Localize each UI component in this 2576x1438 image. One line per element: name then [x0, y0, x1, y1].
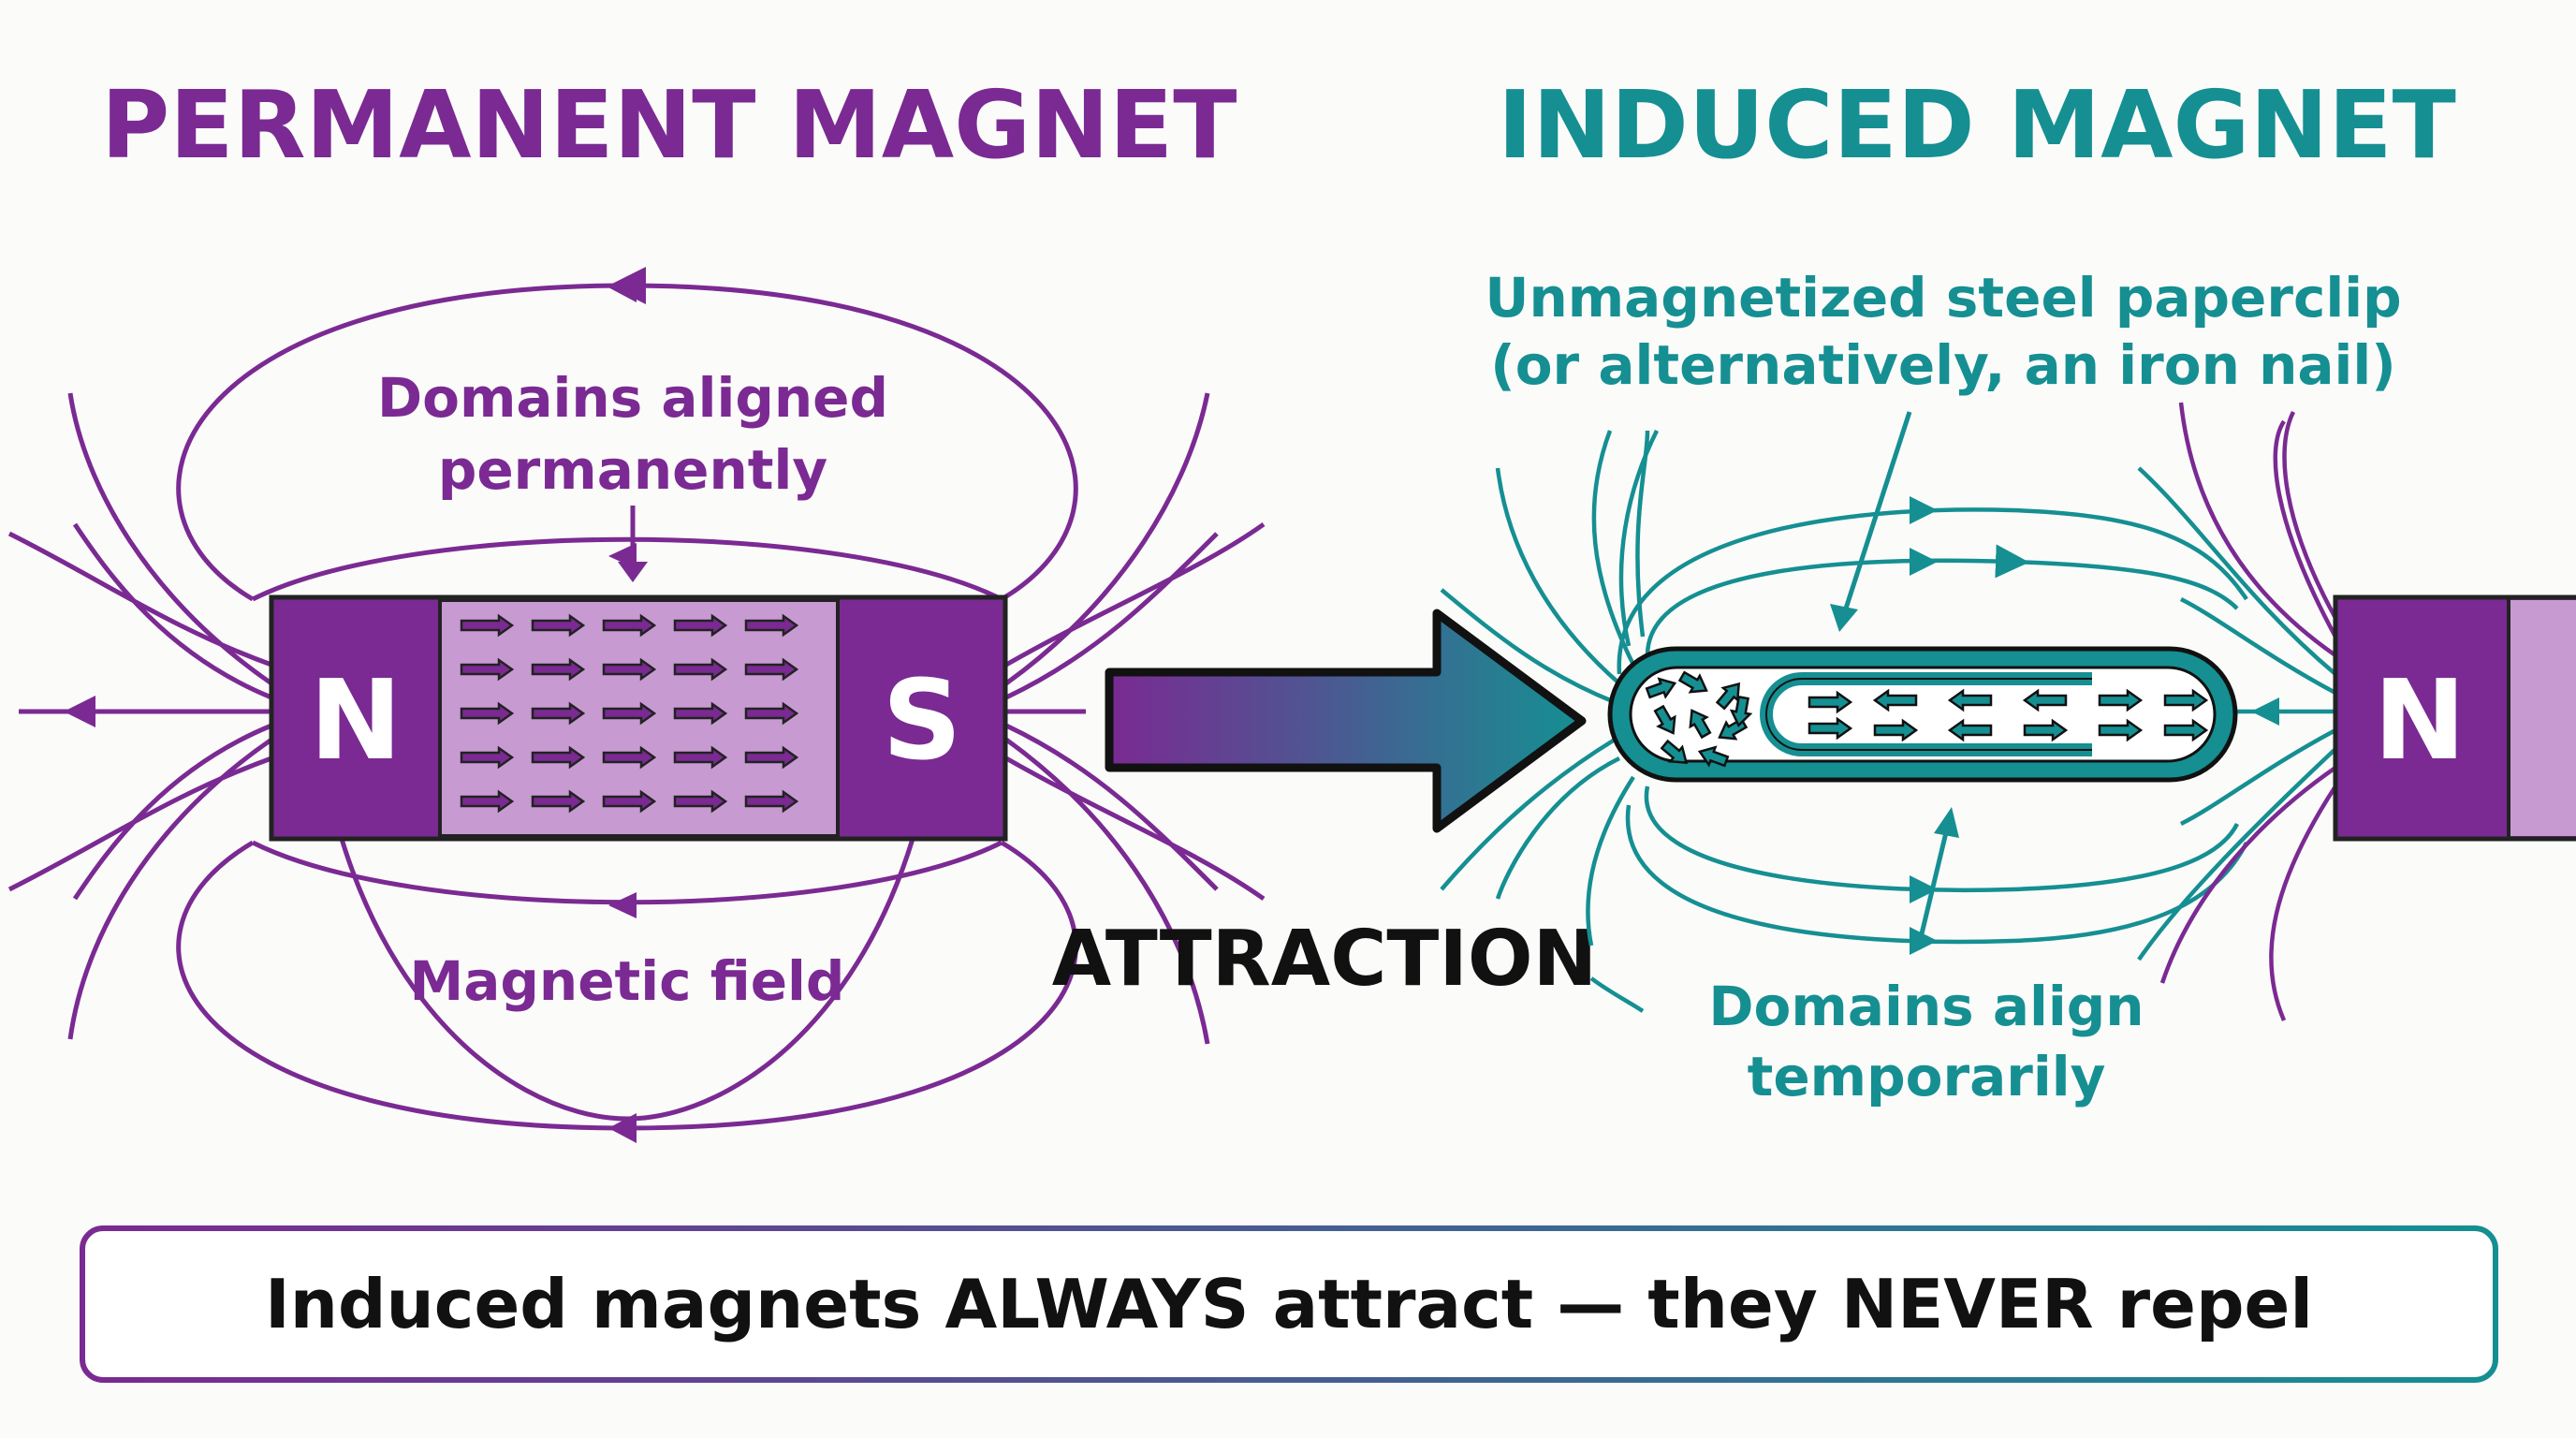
domains-align-label: Domains align — [1708, 975, 2144, 1038]
domain-arrow — [673, 701, 728, 726]
domain-arrow — [460, 657, 515, 682]
domain-arrow — [602, 657, 657, 682]
footer-text: Induced magnets ALWAYS attract — they NE… — [265, 1265, 2313, 1343]
domain-arrow — [460, 701, 515, 726]
south-pole-label: S — [883, 655, 962, 785]
random-domain-arrow — [1697, 745, 1730, 768]
paperclip-icon — [1607, 646, 2238, 783]
permanent-bar-magnet: N S — [269, 594, 1008, 842]
induced-direction-arrows — [1910, 496, 2279, 955]
domain-arrow — [531, 789, 586, 814]
clip-domain-arrow — [1947, 718, 1993, 742]
random-domain-arrows — [1645, 670, 1753, 768]
domains-pointer-arrow-icon — [1916, 807, 1959, 946]
clip-domain-arrow — [1872, 688, 1918, 712]
domains-align-label-line2: temporarily — [1748, 1045, 2106, 1108]
domain-arrow — [460, 613, 515, 638]
clip-domain-arrow — [2022, 688, 2068, 712]
big-gradient-arrow-icon — [1105, 609, 1587, 833]
paperclip-pointer-arrow-icon — [1830, 411, 1912, 632]
permanent-magnet-title: PERMANENT MAGNET — [101, 70, 1237, 180]
domain-arrow — [602, 745, 657, 770]
domain-arrow — [531, 745, 586, 770]
paperclip-label: Unmagnetized steel paperclip — [1485, 266, 2401, 330]
clip-domain-arrow — [1947, 688, 1993, 712]
domain-arrow — [673, 745, 728, 770]
clip-domain-arrow — [2163, 718, 2209, 742]
paperclip-label-line2: (or alternatively, an iron nail) — [1490, 333, 2396, 397]
domain-arrow — [744, 745, 799, 770]
domain-arrow — [673, 657, 728, 682]
aligned-domain-arrows — [460, 613, 799, 814]
domain-arrow — [602, 789, 657, 814]
domains-aligned-label-line2: permanently — [438, 438, 827, 502]
pointer-arrow-icon — [618, 506, 648, 582]
domain-arrow — [673, 613, 728, 638]
random-domain-arrow — [1729, 695, 1753, 727]
domain-arrow — [744, 613, 799, 638]
domain-arrow — [673, 789, 728, 814]
random-domain-arrow — [1677, 670, 1708, 694]
domain-arrow — [531, 657, 586, 682]
random-domain-arrow — [1645, 677, 1677, 699]
footer-callout: Induced magnets ALWAYS attract — they NE… — [80, 1225, 2498, 1383]
right-magnet-north-label: N — [2374, 655, 2466, 785]
clip-domain-arrow — [1873, 718, 1919, 742]
domain-arrow — [531, 701, 586, 726]
clip-domain-arrow — [2098, 718, 2144, 742]
domain-arrow — [744, 789, 799, 814]
random-domain-arrow — [1689, 709, 1712, 740]
domain-arrow — [602, 701, 657, 726]
random-domain-arrow — [1653, 704, 1676, 735]
domains-aligned-label: Domains aligned — [377, 366, 888, 430]
domain-arrow — [744, 657, 799, 682]
north-pole-label: N — [310, 655, 402, 785]
clip-domain-arrow — [1808, 716, 1853, 741]
domain-arrow — [460, 789, 515, 814]
clip-domain-arrow — [2023, 718, 2069, 742]
magnetic-field-label: Magnetic field — [410, 949, 845, 1013]
clip-domain-arrow — [2163, 688, 2209, 712]
induced-field-lines — [1440, 402, 2337, 1021]
domain-arrow — [460, 745, 515, 770]
clip-domain-arrow — [2098, 688, 2144, 712]
domain-arrow — [531, 613, 586, 638]
domain-arrow — [602, 613, 657, 638]
clip-aligned-domain-arrows — [1808, 688, 2209, 742]
domain-arrow — [744, 701, 799, 726]
clip-domain-arrow — [1808, 690, 1853, 714]
random-domain-arrow — [1660, 739, 1689, 765]
attraction-label: ATTRACTION — [1052, 915, 1597, 1004]
right-bar-magnet: N — [2333, 594, 2576, 842]
induced-magnet-title: INDUCED MAGNET — [1498, 70, 2456, 180]
random-domain-arrow — [1715, 682, 1741, 711]
